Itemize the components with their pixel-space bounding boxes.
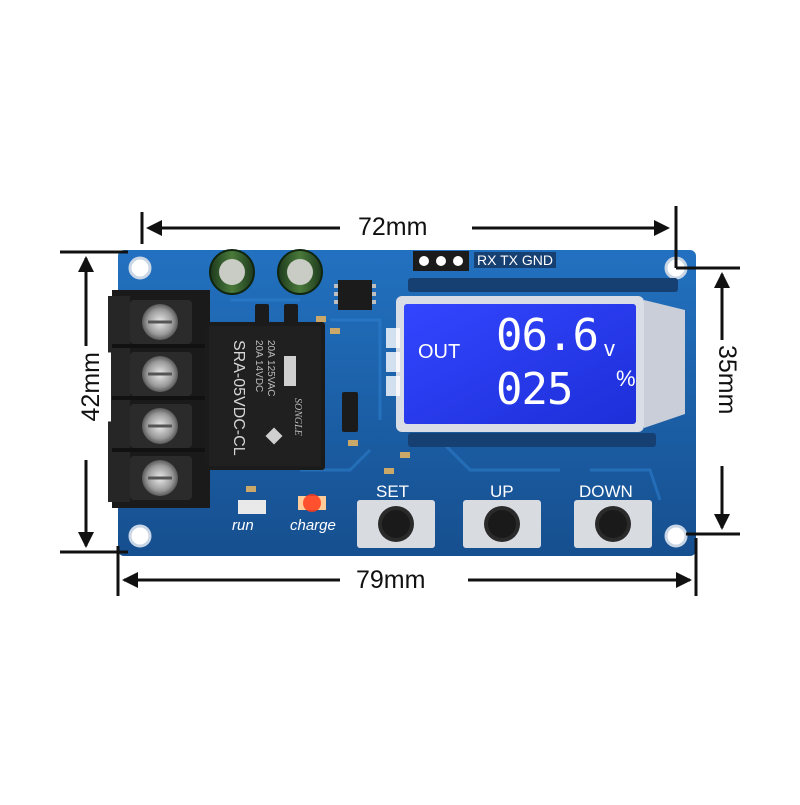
relay-rating-ac: 20A 125VAC xyxy=(265,340,276,397)
dimension-bottom-width: 79mm xyxy=(350,566,432,594)
dimension-top-width: 72mm xyxy=(352,213,434,241)
up-button[interactable] xyxy=(463,500,541,548)
lcd-out-label: OUT xyxy=(418,341,461,363)
lcd-pins-bottom xyxy=(408,433,656,447)
down-button[interactable] xyxy=(574,500,652,548)
dimension-lines xyxy=(60,206,740,596)
leds xyxy=(238,494,326,514)
smd-components xyxy=(246,316,410,492)
ic-chip xyxy=(334,280,376,310)
lcd-pins-top xyxy=(408,278,678,292)
lcd-module xyxy=(386,296,685,432)
charge-led-label: charge xyxy=(290,517,336,534)
run-led xyxy=(238,500,266,514)
up-button-label: UP xyxy=(490,482,514,501)
relay-brand: SONGLE xyxy=(292,398,303,436)
set-button-label: SET xyxy=(376,482,410,501)
tact-buttons xyxy=(357,500,652,548)
relay: SRA-05VDC-CL 20A 14VDC 20A 125VAC SONGLE xyxy=(205,322,325,470)
lcd-percent-value: 025 xyxy=(496,364,573,415)
lcd-percent-unit: % xyxy=(616,366,636,391)
lcd-voltage-unit: v xyxy=(604,336,615,361)
mounting-holes xyxy=(128,256,688,548)
dimension-left-height: 42mm xyxy=(71,352,111,422)
relay-rating-dc: 20A 14VDC xyxy=(253,340,264,392)
serial-header-label: RX TX GND xyxy=(474,252,556,268)
down-button-body xyxy=(574,500,652,548)
set-button-body xyxy=(357,500,435,548)
lcd-voltage-value: 06.6 xyxy=(496,310,599,361)
up-button-body xyxy=(463,500,541,548)
relay-model-text: SRA-05VDC-CL xyxy=(230,340,247,456)
set-button[interactable] xyxy=(357,500,435,548)
serial-header xyxy=(413,251,469,271)
screw-terminal-block xyxy=(108,290,210,508)
run-led-label: run xyxy=(232,517,254,534)
dimension-right-height: 35mm xyxy=(707,345,747,415)
electrolytic-capacitors xyxy=(209,249,323,295)
down-button-label: DOWN xyxy=(579,482,633,501)
